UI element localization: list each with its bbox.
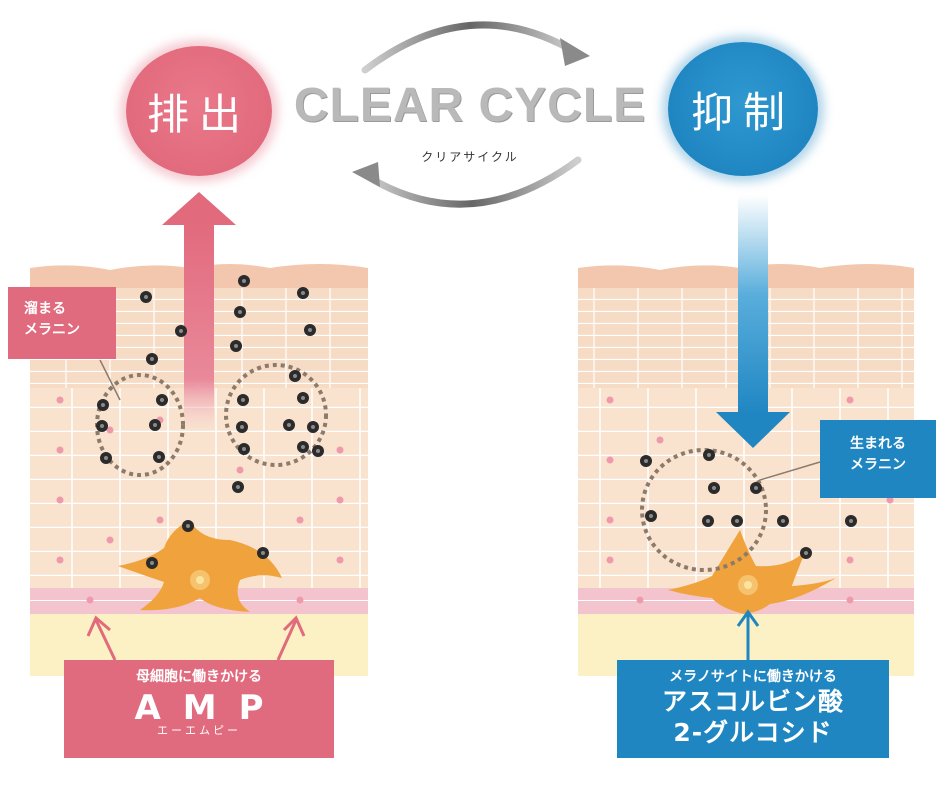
- ascorbic-box: メラノサイトに働きかける アスコルビン酸 2-グルコシド: [617, 660, 889, 758]
- cell-nuclei: [56, 396, 894, 604]
- amp-box: 母細胞に働きかける AMP エーエムピー: [64, 660, 334, 758]
- amp-title: AMP: [134, 688, 286, 728]
- left-melanocyte: [118, 520, 282, 612]
- new-melanin-label: 生まれる メラニン: [820, 420, 936, 498]
- right-melanin-ring: [640, 448, 768, 572]
- excretion-label: 排出: [146, 89, 251, 139]
- left-up-arrows: [86, 615, 306, 661]
- excretion-arrow: [162, 192, 236, 432]
- clear-cycle-title: CLEAR CYCLE: [293, 79, 647, 132]
- right-melanocyte: [668, 530, 836, 614]
- left-melanin-ring-2: [224, 363, 328, 467]
- right-up-arrow: [736, 609, 760, 662]
- melanin-dots: [96, 275, 857, 569]
- excretion-circle: 排出: [126, 46, 272, 176]
- amp-reading: エーエムピー: [157, 724, 241, 737]
- left-callout-line: [99, 359, 121, 401]
- suppression-label: 抑制: [690, 87, 795, 137]
- cycle-arrowhead-left: [352, 162, 380, 187]
- cycle-arrows: [361, 21, 582, 208]
- cycle-arrowhead-right: [560, 38, 590, 66]
- ascorbic-caption: メラノサイトに働きかける: [669, 669, 837, 685]
- amp-caption: 母細胞に働きかける: [136, 669, 262, 685]
- clear-cycle-subtitle: クリアサイクル: [421, 150, 519, 164]
- right-callout-line: [759, 461, 821, 481]
- suppression-circle: 抑制: [668, 42, 818, 176]
- ascorbic-title-line2: 2-グルコシド: [673, 718, 833, 747]
- ascorbic-title-line1: アスコルビン酸: [661, 687, 844, 716]
- suppression-arrow: [716, 195, 790, 448]
- accumulated-melanin-label: 溜まる メラニン: [8, 287, 116, 359]
